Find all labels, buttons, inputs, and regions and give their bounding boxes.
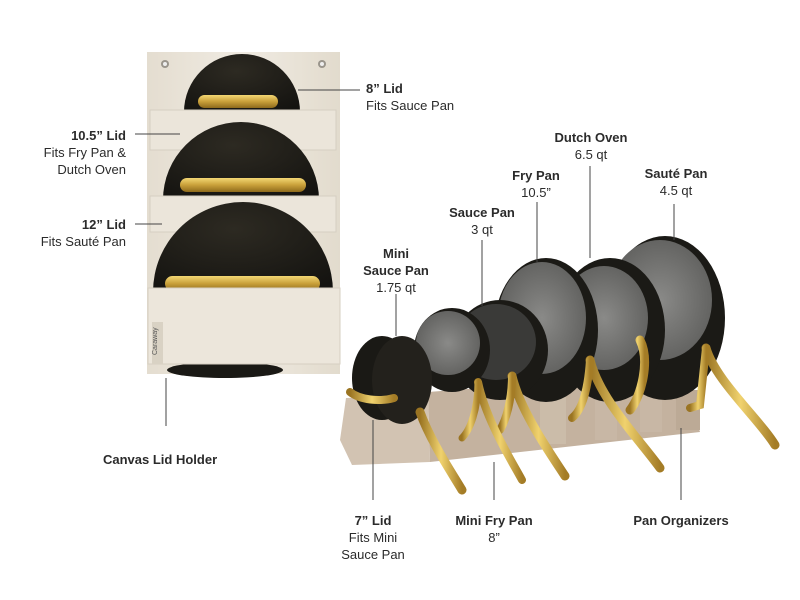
mini-sauce-pan: [346, 336, 467, 495]
label-pan-organizers: Pan Organizers: [633, 513, 729, 528]
leader-lines: [135, 89, 682, 500]
label-canvas-lid-holder: Canvas Lid Holder: [103, 452, 218, 467]
brand-tag: Caraway: [152, 327, 159, 355]
canvas-lid-holder: [147, 52, 341, 378]
mini-fry-pan: [414, 308, 526, 484]
